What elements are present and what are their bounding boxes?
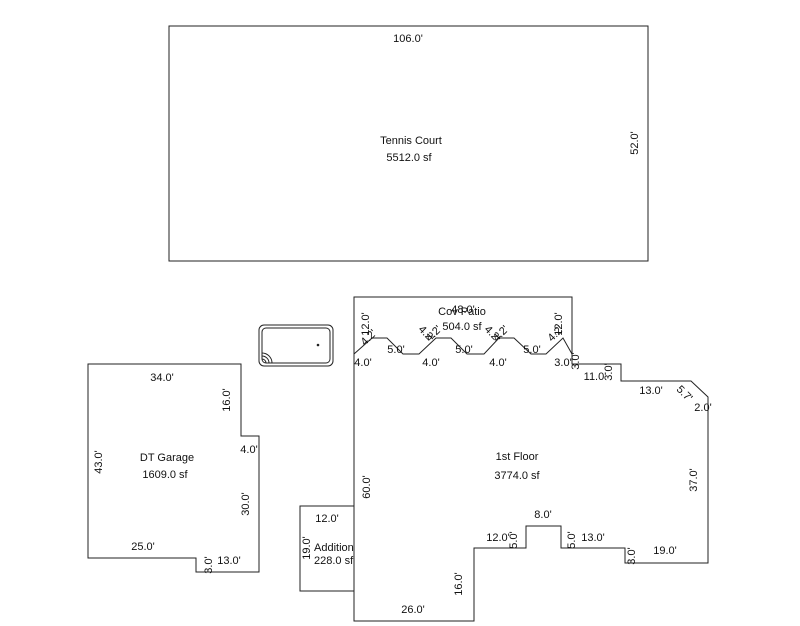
first-floor-label: 1st Floor [496,451,539,463]
patio-dim-left: 12.0' [360,312,372,336]
patio-zigzag-edge [353,337,573,355]
garage-dim-b1: 25.0' [131,541,155,553]
addition-label: Addition [314,542,354,554]
patio-edge-e4a: 4.0' [354,357,371,369]
addition-outline [299,505,354,592]
floor-dim-r57: 5.7' [674,383,695,404]
tennis-court-area-value: 5512.0 sf [386,152,432,164]
floor-dim-b5b: 5.0' [566,531,578,548]
patio-edge-e4b: 4.0' [422,357,439,369]
patio-edge-e3: 3.0' [554,357,571,369]
tennis-court-area[interactable]: 106.0' 52.0' Tennis Court 5512.0 sf [168,25,649,262]
floor-dim-left: 60.0' [361,475,373,499]
garage-dim-top: 34.0' [150,372,174,384]
pool-outer [258,324,334,367]
pool-drain-dot [316,343,320,347]
addition-area-value: 228.0 sf [314,555,354,567]
patio-dim-top: 48.0' [451,304,475,316]
patio-edge-e5a: 5.0' [387,344,404,356]
pool-inner [261,327,331,364]
floor-dim-b3: 3.0' [626,547,638,564]
floor-dim-bottom: 26.0' [401,604,425,616]
addition-dim-left: 19.0' [301,536,313,560]
patio-edge-e5b: 5.0' [455,344,472,356]
patio-label: Cov Patio [438,306,486,318]
tennis-court-label: Tennis Court [380,135,442,147]
patio-edge-e5c: 5.0' [523,344,540,356]
patio-dim-right: 12.0' [553,312,565,336]
floor-dim-r2: 2.0' [694,402,711,414]
floor-dim-b16: 16.0' [453,572,465,596]
covered-patio-area[interactable]: 48.0' Cov Patio 504.0 sf 12.0' 12.0' 4.2… [353,296,573,369]
first-floor-outline [353,354,709,622]
pool-shape[interactable] [258,324,334,367]
pool-steps [261,352,273,364]
garage-dim-r3: 30.0' [240,492,252,516]
floor-dim-b8: 8.0' [534,509,551,521]
tennis-court-dim-top: 106.0' [393,33,423,45]
dt-garage-area[interactable]: 34.0' 43.0' 16.0' 4.0' 30.0' 25.0' 3.0' … [87,363,260,574]
floor-dim-b5a: 5.0' [508,531,520,548]
first-floor-area-value: 3774.0 sf [494,470,540,482]
floor-dim-b13: 13.0' [581,532,605,544]
floor-dim-r11: 11.0' [584,371,607,383]
floor-dim-r13: 13.0' [639,385,663,397]
garage-dim-r2: 4.0' [240,444,257,456]
addition-dim-top: 12.0' [315,513,339,525]
floor-dim-r3: 3.0' [603,363,615,380]
floor-dim-b19: 19.0' [653,545,677,557]
dt-garage-outline [87,363,260,573]
floor-dim-r3b: 3.0' [570,352,582,369]
garage-dim-b2: 3.0' [203,556,215,573]
dt-garage-label: DT Garage [140,452,194,464]
garage-dim-r1: 16.0' [221,388,233,412]
garage-dim-b3: 13.0' [217,555,241,567]
first-floor-area[interactable]: 60.0' 26.0' 16.0' 12.0' 5.0' 8.0' 5.0' 1… [353,352,712,622]
addition-area[interactable]: 12.0' 19.0' Addition 228.0 sf [299,505,354,592]
dt-garage-area-value: 1609.0 sf [142,469,188,481]
covered-patio-outline [353,296,573,354]
tennis-court-outline [168,25,649,262]
floor-dim-b12: 12.0' [486,532,510,544]
floor-dim-r37: 37.0' [688,468,700,492]
patio-edge-e4c: 4.0' [489,357,506,369]
tennis-court-dim-right: 52.0' [629,131,641,155]
patio-area-value: 504.0 sf [442,321,482,333]
garage-dim-left: 43.0' [93,450,105,474]
